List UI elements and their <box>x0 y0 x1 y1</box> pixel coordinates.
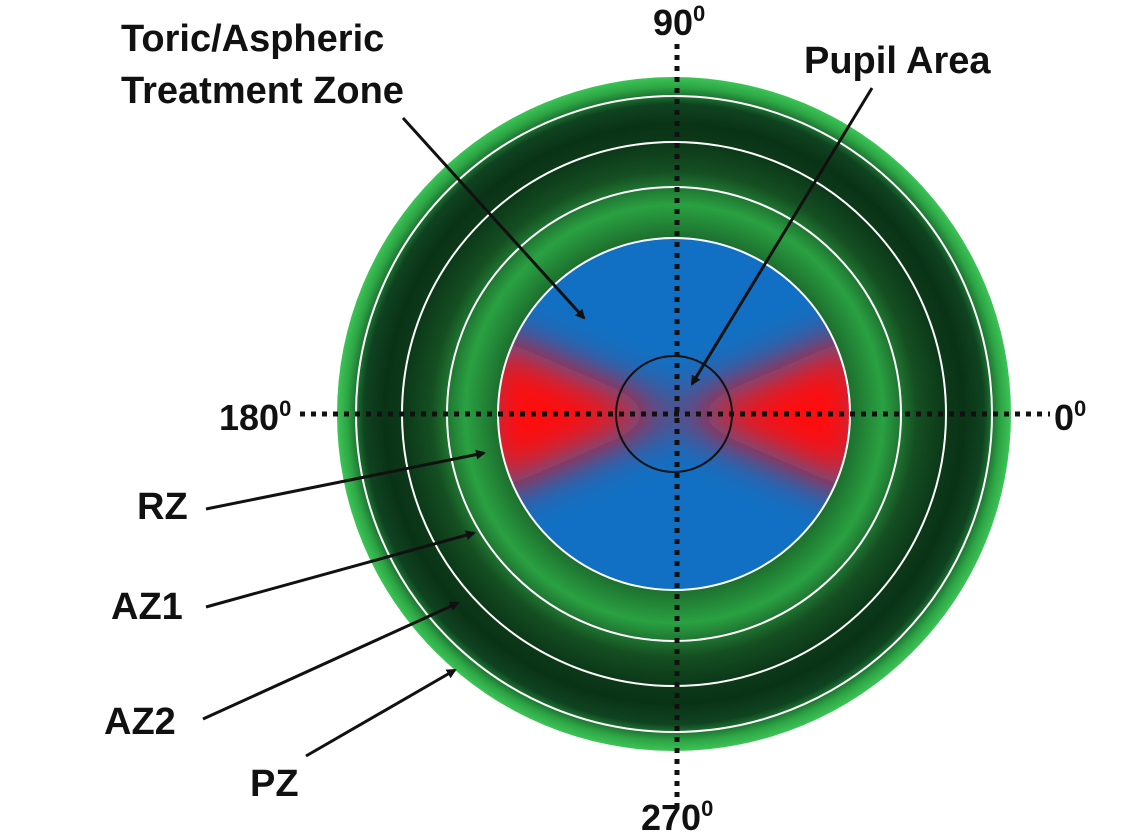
arrow-pupil-area <box>690 87 874 386</box>
label-az1: AZ1 <box>111 586 183 628</box>
arrow-rz <box>205 449 486 511</box>
label-treatment-zone-line1: Toric/Aspheric <box>121 18 384 60</box>
arrow-az1 <box>205 530 476 609</box>
label-0-degrees: 00 <box>1054 396 1086 438</box>
label-pupil-area: Pupil Area <box>804 40 991 82</box>
label-90-degrees: 900 <box>653 1 705 43</box>
label-rz: RZ <box>137 486 188 528</box>
arrow-treatment-zone <box>401 116 586 320</box>
label-pz: PZ <box>250 763 299 805</box>
arrow-az2 <box>202 601 460 721</box>
label-270-degrees: 2700 <box>641 796 713 835</box>
label-az2: AZ2 <box>104 701 176 743</box>
label-treatment-zone-line2: Treatment Zone <box>121 70 404 112</box>
label-180-degrees: 1800 <box>219 396 291 438</box>
arrow-pz <box>305 668 457 758</box>
